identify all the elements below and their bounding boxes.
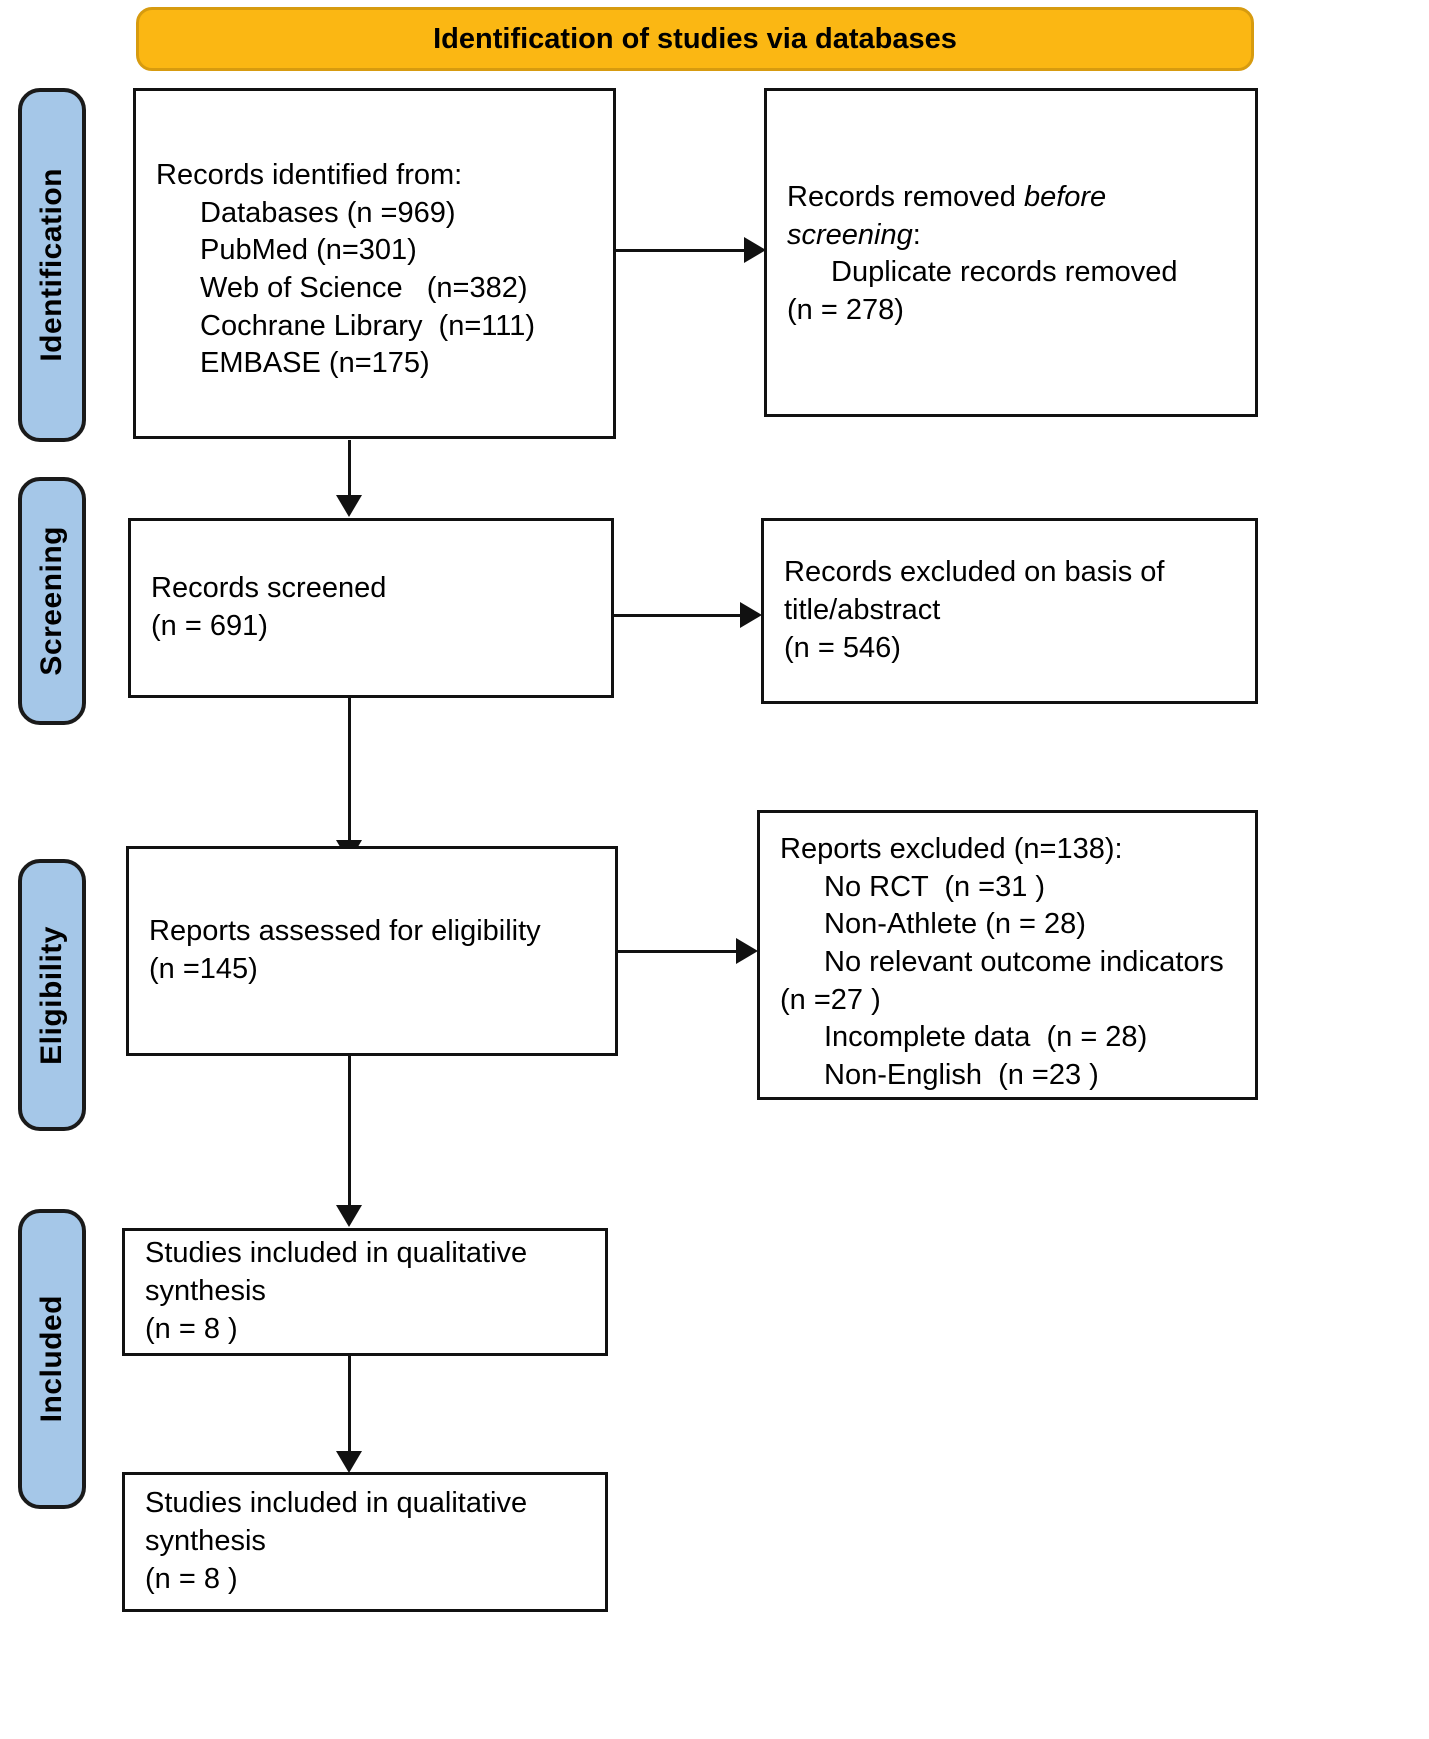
- reports-excluded-line-6: Incomplete data (n = 28): [824, 1021, 1148, 1054]
- records-removed-line-1: Records removed before: [787, 179, 1235, 217]
- box-records-removed: Records removed before screening: Duplic…: [764, 88, 1258, 417]
- arrowhead-identified-to-screened: [336, 495, 362, 517]
- reports-excluded-line-3: Non-Athlete (n = 28): [824, 908, 1086, 941]
- banner-identification-via-databases: Identification of studies via databases: [136, 7, 1254, 71]
- studies-included-1-line-1: Studies included in qualitative: [145, 1237, 528, 1270]
- box-records-screened: Records screened (n = 691): [128, 518, 614, 698]
- connector-screened-to-excluded: [614, 614, 740, 617]
- records-screened-line-1: Records screened: [151, 572, 387, 605]
- box-studies-included-2: Studies included in qualitative synthesi…: [122, 1472, 608, 1612]
- records-removed-text-a: Records removed: [787, 181, 1024, 213]
- records-removed-line-2: screening:: [787, 217, 1235, 255]
- connector-assessed-to-excluded: [618, 950, 736, 953]
- records-excluded-line-3: (n = 546): [784, 631, 901, 664]
- reports-assessed-line-1: Reports assessed for eligibility: [149, 915, 541, 948]
- arrowhead-included-1-to-2: [336, 1451, 362, 1473]
- studies-included-2-line-2: synthesis: [145, 1525, 266, 1558]
- banner-title: Identification of studies via databases: [433, 22, 957, 55]
- records-removed-colon: :: [912, 218, 921, 251]
- arrowhead-assessed-to-included: [336, 1205, 362, 1227]
- studies-included-1-line-3: (n = 8 ): [145, 1312, 238, 1345]
- box-studies-included-1: Studies included in qualitative synthesi…: [122, 1228, 608, 1356]
- reports-excluded-line-2: No RCT (n =31 ): [824, 870, 1046, 903]
- stage-label-included: Included: [35, 1295, 68, 1423]
- connector-identified-to-screened: [348, 440, 351, 498]
- reports-assessed-line-2: (n =145): [149, 953, 258, 985]
- connector-included-1-to-2: [348, 1356, 351, 1454]
- stage-label-eligibility: Eligibility: [35, 925, 68, 1065]
- arrowhead-screened-to-excluded: [740, 602, 762, 628]
- studies-included-2-line-1: Studies included in qualitative: [145, 1487, 528, 1520]
- records-identified-line-4: Web of Science (n=382): [200, 272, 528, 305]
- stage-label-identification: Identification: [35, 168, 68, 362]
- stage-bar-included: Included: [18, 1209, 86, 1509]
- connector-screened-to-assessed: [348, 698, 351, 843]
- connector-assessed-to-included: [348, 1056, 351, 1208]
- reports-excluded-line-1: Reports excluded (n=138):: [780, 833, 1123, 865]
- records-identified-line-3: PubMed (n=301): [200, 234, 417, 267]
- stage-bar-identification: Identification: [18, 88, 86, 442]
- box-reports-excluded: Reports excluded (n=138): No RCT (n =31 …: [757, 810, 1258, 1100]
- records-identified-line-1: Records identified from:: [156, 159, 463, 191]
- studies-included-1-line-2: synthesis: [145, 1275, 266, 1308]
- records-removed-line-4: (n = 278): [787, 294, 904, 327]
- arrowhead-assessed-to-excluded: [736, 938, 758, 964]
- box-records-identified: Records identified from: Databases (n =9…: [133, 88, 616, 439]
- records-identified-line-5: Cochrane Library (n=111): [200, 309, 536, 342]
- records-excluded-line-2: title/abstract: [784, 594, 941, 627]
- stage-bar-eligibility: Eligibility: [18, 859, 86, 1131]
- reports-excluded-line-5: (n =27 ): [780, 983, 881, 1016]
- stage-bar-screening: Screening: [18, 477, 86, 725]
- records-identified-line-6: EMBASE (n=175): [200, 347, 430, 380]
- records-removed-line-3: Duplicate records removed: [831, 256, 1178, 289]
- records-identified-line-2: Databases (n =969): [200, 196, 456, 229]
- records-removed-text-screening: screening: [787, 218, 913, 251]
- connector-identified-to-removed: [616, 249, 744, 252]
- records-excluded-line-1: Records excluded on basis of: [784, 556, 1165, 589]
- records-removed-text-before: before: [1023, 181, 1107, 213]
- records-screened-line-2: (n = 691): [151, 610, 268, 642]
- stage-label-screening: Screening: [35, 526, 68, 676]
- box-reports-assessed: Reports assessed for eligibility (n =145…: [126, 846, 618, 1056]
- arrowhead-identified-to-removed: [744, 237, 766, 263]
- reports-excluded-line-4: No relevant outcome indicators: [824, 946, 1224, 979]
- box-records-excluded: Records excluded on basis of title/abstr…: [761, 518, 1258, 704]
- studies-included-2-line-3: (n = 8 ): [145, 1562, 238, 1595]
- reports-excluded-line-7: Non-English (n =23 ): [824, 1059, 1099, 1092]
